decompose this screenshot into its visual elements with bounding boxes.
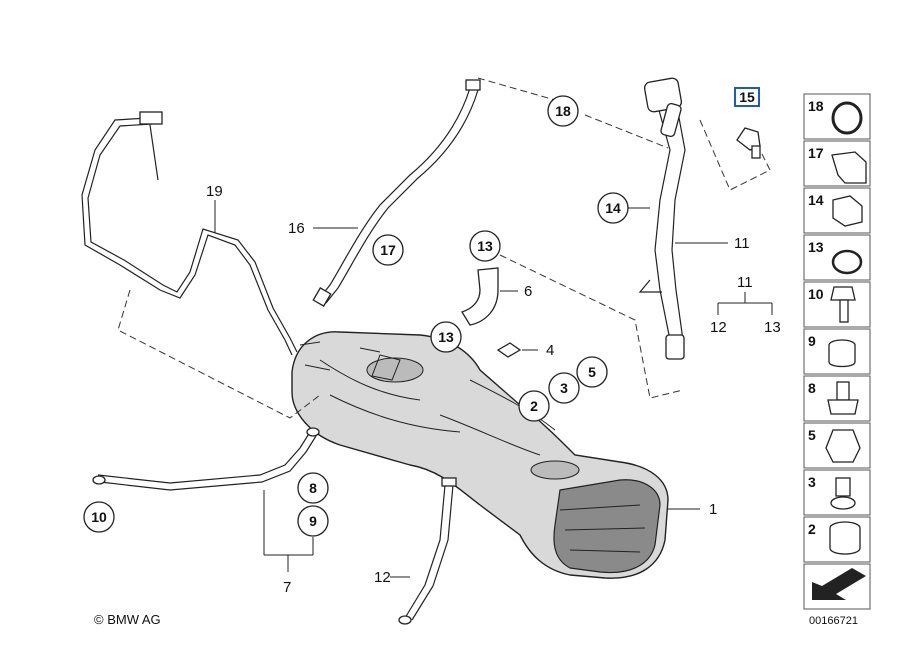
part-label-12: 6 (524, 283, 532, 300)
vent-line (81, 111, 298, 356)
fuel-tank (291, 331, 669, 579)
legend-item-label: 10 (808, 286, 824, 302)
part-label-19: 19 (206, 183, 223, 200)
filler-pipe (638, 77, 686, 360)
hose-elbow (461, 267, 499, 326)
callout-5: 5 (576, 356, 608, 388)
svg-text:18: 18 (555, 103, 571, 119)
callout-3: 3 (548, 372, 580, 404)
callout-15-highlighted[interactable]: 15 (734, 87, 760, 107)
callout-14: 14 (597, 192, 650, 224)
svg-text:10: 10 (91, 509, 107, 525)
callout-13: 13 (430, 321, 462, 353)
svg-text:3: 3 (560, 380, 568, 396)
svg-text:8: 8 (309, 480, 317, 496)
legend-item-label: 3 (808, 474, 816, 490)
copyright-label: © BMW AG (94, 612, 161, 627)
svg-text:13: 13 (438, 329, 454, 345)
part-label-11: 11 (734, 235, 750, 252)
svg-text:14: 14 (605, 200, 621, 216)
vent-hose (312, 79, 481, 307)
callout-10: 10 (83, 501, 115, 533)
part-label-4: 4 (546, 342, 554, 359)
callout-8: 8 (297, 472, 329, 504)
svg-text:15: 15 (739, 89, 755, 105)
svg-text:5: 5 (588, 364, 596, 380)
part-label-1: 1 (709, 501, 717, 518)
part-label-16: 16 (288, 220, 305, 237)
group-child-label: 13 (764, 319, 781, 336)
part-label-7: 7 (283, 579, 291, 596)
pad (496, 342, 522, 358)
svg-text:17: 17 (380, 242, 396, 258)
callout-9: 9 (297, 505, 329, 537)
callout-13: 13 (469, 230, 501, 262)
part-label-6: 12 (374, 569, 391, 586)
legend-item-label: 17 (808, 145, 824, 161)
svg-text:2: 2 (530, 398, 538, 414)
legend-item-label: 9 (808, 333, 816, 349)
group-child-label: 12 (710, 319, 727, 336)
pressure-valve-15 (736, 127, 761, 159)
legend-item-label: 18 (808, 98, 824, 114)
group-parent-label: 11 (737, 274, 753, 291)
tank-strap-6 (398, 477, 457, 625)
legend-item-label: 13 (808, 239, 824, 255)
parts-legend: 18 17 14 13 10 9 8 5 3 (803, 93, 871, 610)
tank-strap-7 (92, 427, 320, 491)
callout-18: 18 (547, 95, 579, 127)
legend-item-label: 2 (808, 521, 816, 537)
callout-2: 2 (518, 390, 550, 422)
svg-text:9: 9 (309, 513, 317, 529)
drawing-number: 00166721 (809, 615, 858, 627)
exploded-group-11: 11 12 13 (710, 274, 781, 336)
legend-item-label: 14 (808, 192, 824, 208)
legend-item-label: 8 (808, 380, 816, 396)
callout-17: 17 (372, 234, 404, 266)
legend-item-label: 5 (808, 427, 816, 443)
svg-text:13: 13 (477, 238, 493, 254)
